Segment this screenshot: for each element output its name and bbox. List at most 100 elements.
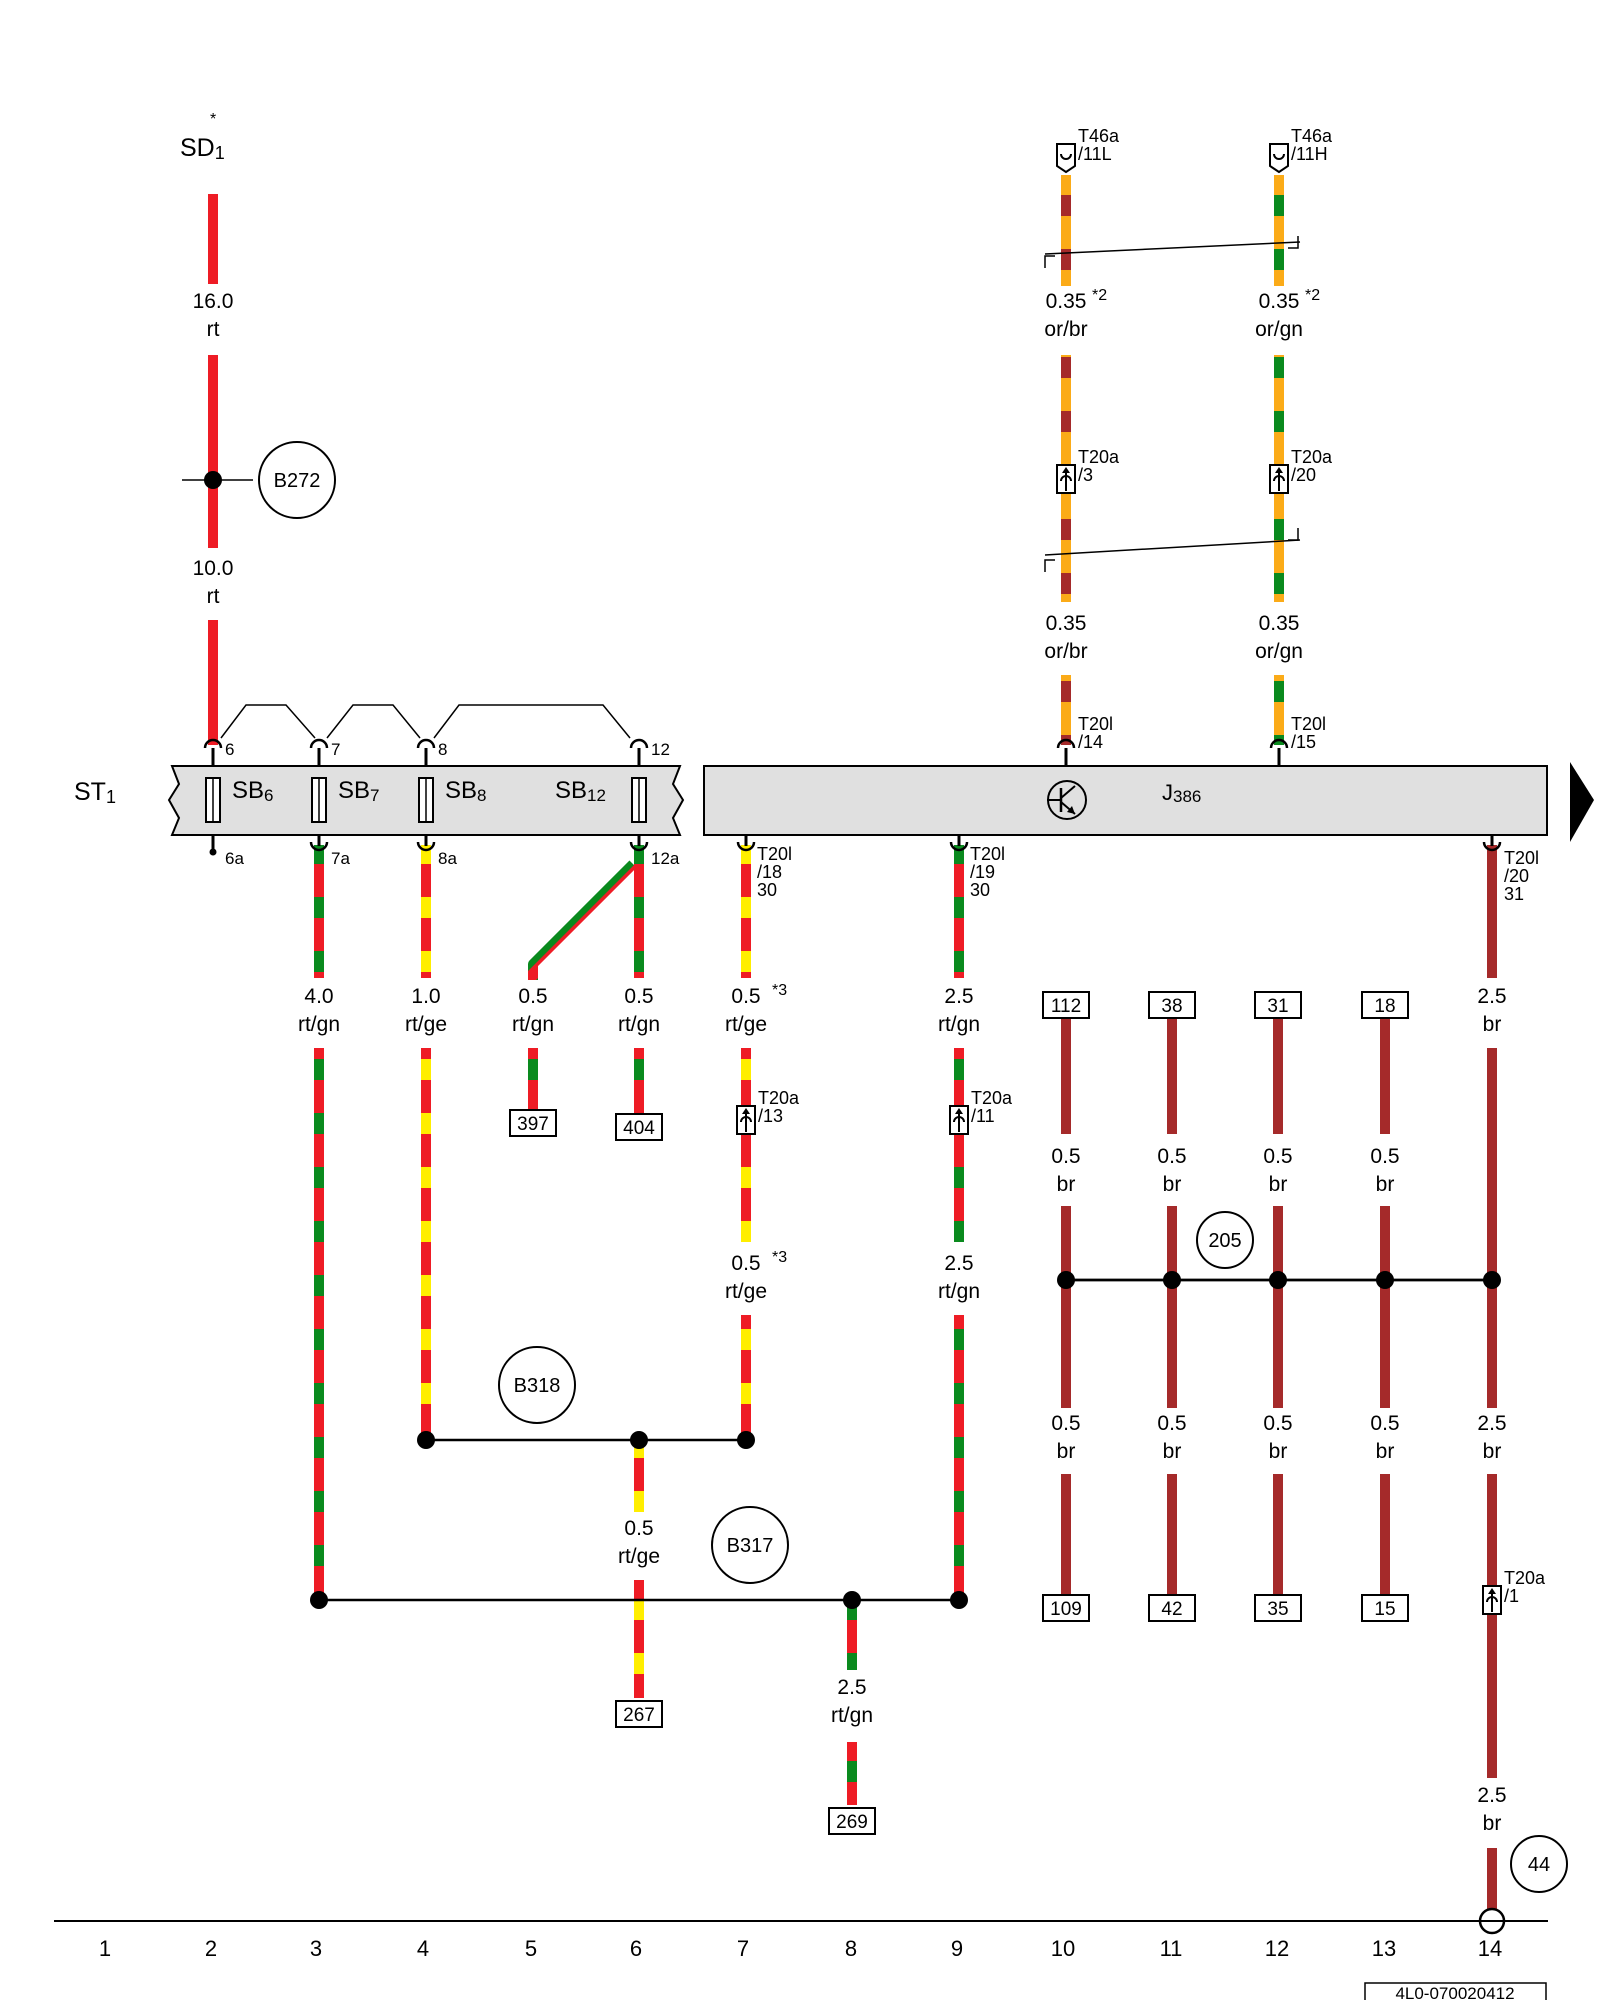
wire-segment [1061,1017,1071,1134]
ground-point-circle [1510,1835,1568,1893]
grid-number: 14 [1478,1936,1502,1961]
reference-box [615,1700,663,1728]
connector-pin: /13 [758,1106,783,1126]
wire-segment [741,1048,751,1242]
wire-size-label: 16.0 [193,290,234,313]
connector-pin: /11L [1078,144,1112,164]
grid-number: 7 [737,1936,749,1961]
wire-segment [528,1048,538,1120]
ground-point-circle [711,1506,789,1584]
wire-size-label: 4.0 [304,985,333,1008]
wire-color-label: br [1269,1440,1288,1463]
ground-point-label: B318 [514,1375,561,1397]
connector-pin: /19 [970,862,995,882]
jumper-line [326,704,421,739]
pin-cup-icon [629,841,649,852]
reference-label: 404 [623,1118,655,1139]
connector-name: T20l [1078,714,1113,734]
reference-label: 15 [1374,1599,1395,1620]
grid-number: 10 [1051,1936,1075,1961]
reference-box [1361,1594,1409,1622]
fuse-box-label: ST1 [74,778,116,807]
wire-label-bg [1024,286,1108,340]
wire-label-bg [917,981,1001,1035]
ground-point-circle [498,1346,576,1424]
wire-color-label: rt/ge [405,1013,447,1036]
wire-segment [1274,175,1284,286]
jumper-line [220,704,316,739]
wire-segment-diagonal [528,860,637,980]
connector-arrow [1275,467,1283,473]
wire-segment [634,1580,644,1698]
junction-dot [204,471,222,489]
grid-number: 1 [99,1936,111,1961]
reference-box [1042,1594,1090,1622]
wire-size-label: 0.5 [731,985,760,1008]
wire-note-label: *3 [772,1249,787,1266]
wire-segment [1167,1474,1177,1602]
wire-color-label: or/gn [1255,640,1303,663]
wire-label-bg [1450,1408,1534,1462]
wire-segment [954,1315,964,1600]
continuation-arrow-icon [1570,762,1594,842]
fuse-label: SB8 [445,777,486,805]
wire-label-bg [491,981,575,1035]
connector-cup [1273,153,1285,160]
connector-pin: /15 [1291,732,1316,752]
reference-label: 42 [1161,1599,1182,1620]
wire-segment [634,845,644,978]
wire-size-label: 0.35 [1046,612,1087,635]
wire-note-label: *2 [1305,287,1320,304]
grid-number: 5 [525,1936,537,1961]
reference-box [615,1113,663,1141]
wire-segment [421,845,431,978]
reference-label: 109 [1050,1599,1082,1620]
connector-name: T20a [971,1088,1013,1108]
junction-dot [843,1591,861,1609]
connector-pin: /18 [757,862,782,882]
wires [208,175,1497,1910]
reference-box [1042,991,1090,1019]
wire-size-label: 0.5 [1263,1412,1292,1435]
reference-label: 38 [1161,996,1182,1017]
wire-label-bg [1237,286,1321,340]
connector-pin: /14 [1078,732,1103,752]
reference-box [828,1807,876,1835]
wire-size-label: 0.5 [1157,1145,1186,1168]
wire-label-bg [704,1248,788,1302]
connector-name: T20l [1291,714,1326,734]
wire-label-bg [917,1248,1001,1302]
connector-name: T20l [970,844,1005,864]
wire-size-label: 2.5 [837,1676,866,1699]
reference-box [1254,1594,1302,1622]
wire-segment [1380,1206,1390,1408]
wire-label-bg [1024,608,1108,662]
wire-label-bg [597,981,681,1035]
connector-pin: /3 [1078,465,1093,485]
twist-bracket [1288,236,1299,249]
twist-bracket [1044,255,1055,268]
ground-point-label: B272 [274,470,321,492]
connector-pin: /20 [1291,465,1316,485]
wire-color-label: rt/gn [618,1013,660,1036]
wire-size-label: 0.5 [518,985,547,1008]
wire-label-bg [1343,1408,1427,1462]
wire-color-label: br [1269,1173,1288,1196]
wire-color-label: br [1483,1812,1502,1835]
wire-color-label: or/gn [1255,318,1303,341]
pin-label: 7a [331,849,350,868]
supply-star: * [210,111,216,128]
wire-segment [1274,675,1284,745]
twist-bracket [1044,559,1055,572]
wire-label-bg [704,981,788,1035]
connector-name: T20a [758,1088,800,1108]
wire-color-label: br [1483,1440,1502,1463]
doc-id-box [1364,1982,1547,2000]
reference-label: 269 [836,1812,868,1833]
junction-dot [737,1431,755,1449]
connector-pin: /20 [1504,866,1529,886]
connector-extra: 30 [970,880,990,900]
fuse-label: SB12 [555,777,606,805]
wire-color-label: br [1376,1440,1395,1463]
